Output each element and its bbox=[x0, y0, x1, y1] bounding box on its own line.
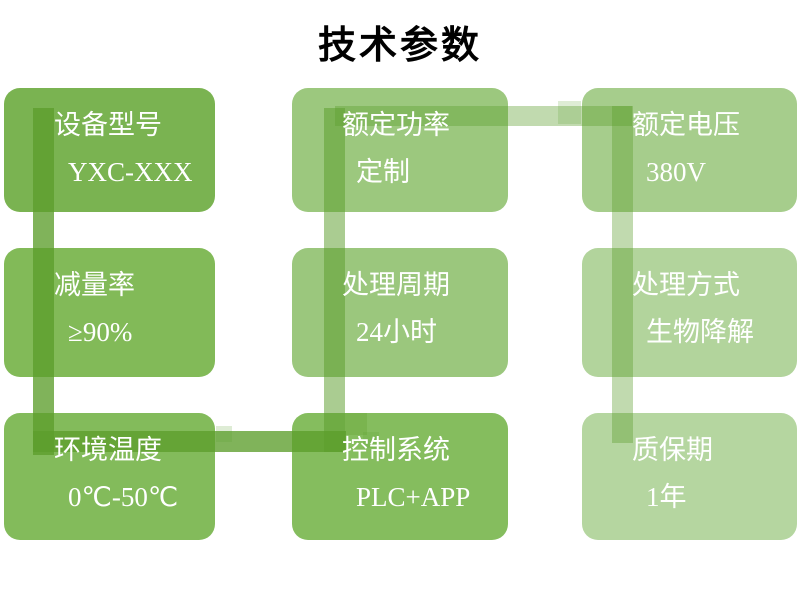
card-value: PLC+APP bbox=[356, 482, 471, 512]
card-value: 24小时 bbox=[356, 317, 437, 347]
connector-joint-square bbox=[558, 101, 581, 124]
card-processing-method: 处理方式 生物降解 bbox=[582, 248, 797, 377]
connector-col1-vertical bbox=[33, 108, 54, 455]
card-label: 环境温度 bbox=[54, 435, 162, 465]
card-label: 处理周期 bbox=[342, 270, 450, 300]
card-label: 减量率 bbox=[54, 270, 135, 300]
page-title: 技术参数 bbox=[317, 25, 482, 67]
connector-joint-square bbox=[345, 413, 367, 435]
card-warranty: 质保期 1年 bbox=[582, 413, 797, 540]
connector-joint-square bbox=[216, 426, 232, 442]
card-label: 额定功率 bbox=[342, 110, 450, 140]
card-value: 380V bbox=[646, 157, 706, 187]
card-label: 控制系统 bbox=[342, 435, 450, 465]
card-value: YXC-XXX bbox=[68, 157, 193, 187]
connector-col2-vertical bbox=[324, 108, 345, 452]
card-rated-voltage: 额定电压 380V bbox=[582, 88, 797, 212]
card-label: 处理方式 bbox=[632, 270, 740, 300]
connector-bottom-horizontal bbox=[33, 431, 346, 452]
card-label: 设备型号 bbox=[54, 110, 162, 140]
card-label: 额定电压 bbox=[632, 110, 740, 140]
card-value: 1年 bbox=[646, 482, 687, 512]
card-value: 0℃-50℃ bbox=[68, 482, 179, 512]
connector-top-horizontal bbox=[335, 106, 632, 126]
card-value: 生物降解 bbox=[646, 317, 754, 347]
card-value: 定制 bbox=[356, 157, 410, 187]
connector-joint-square bbox=[363, 432, 379, 448]
connector-col3-vertical bbox=[612, 106, 633, 443]
card-label: 质保期 bbox=[632, 435, 713, 465]
card-value: ≥90% bbox=[68, 317, 133, 347]
